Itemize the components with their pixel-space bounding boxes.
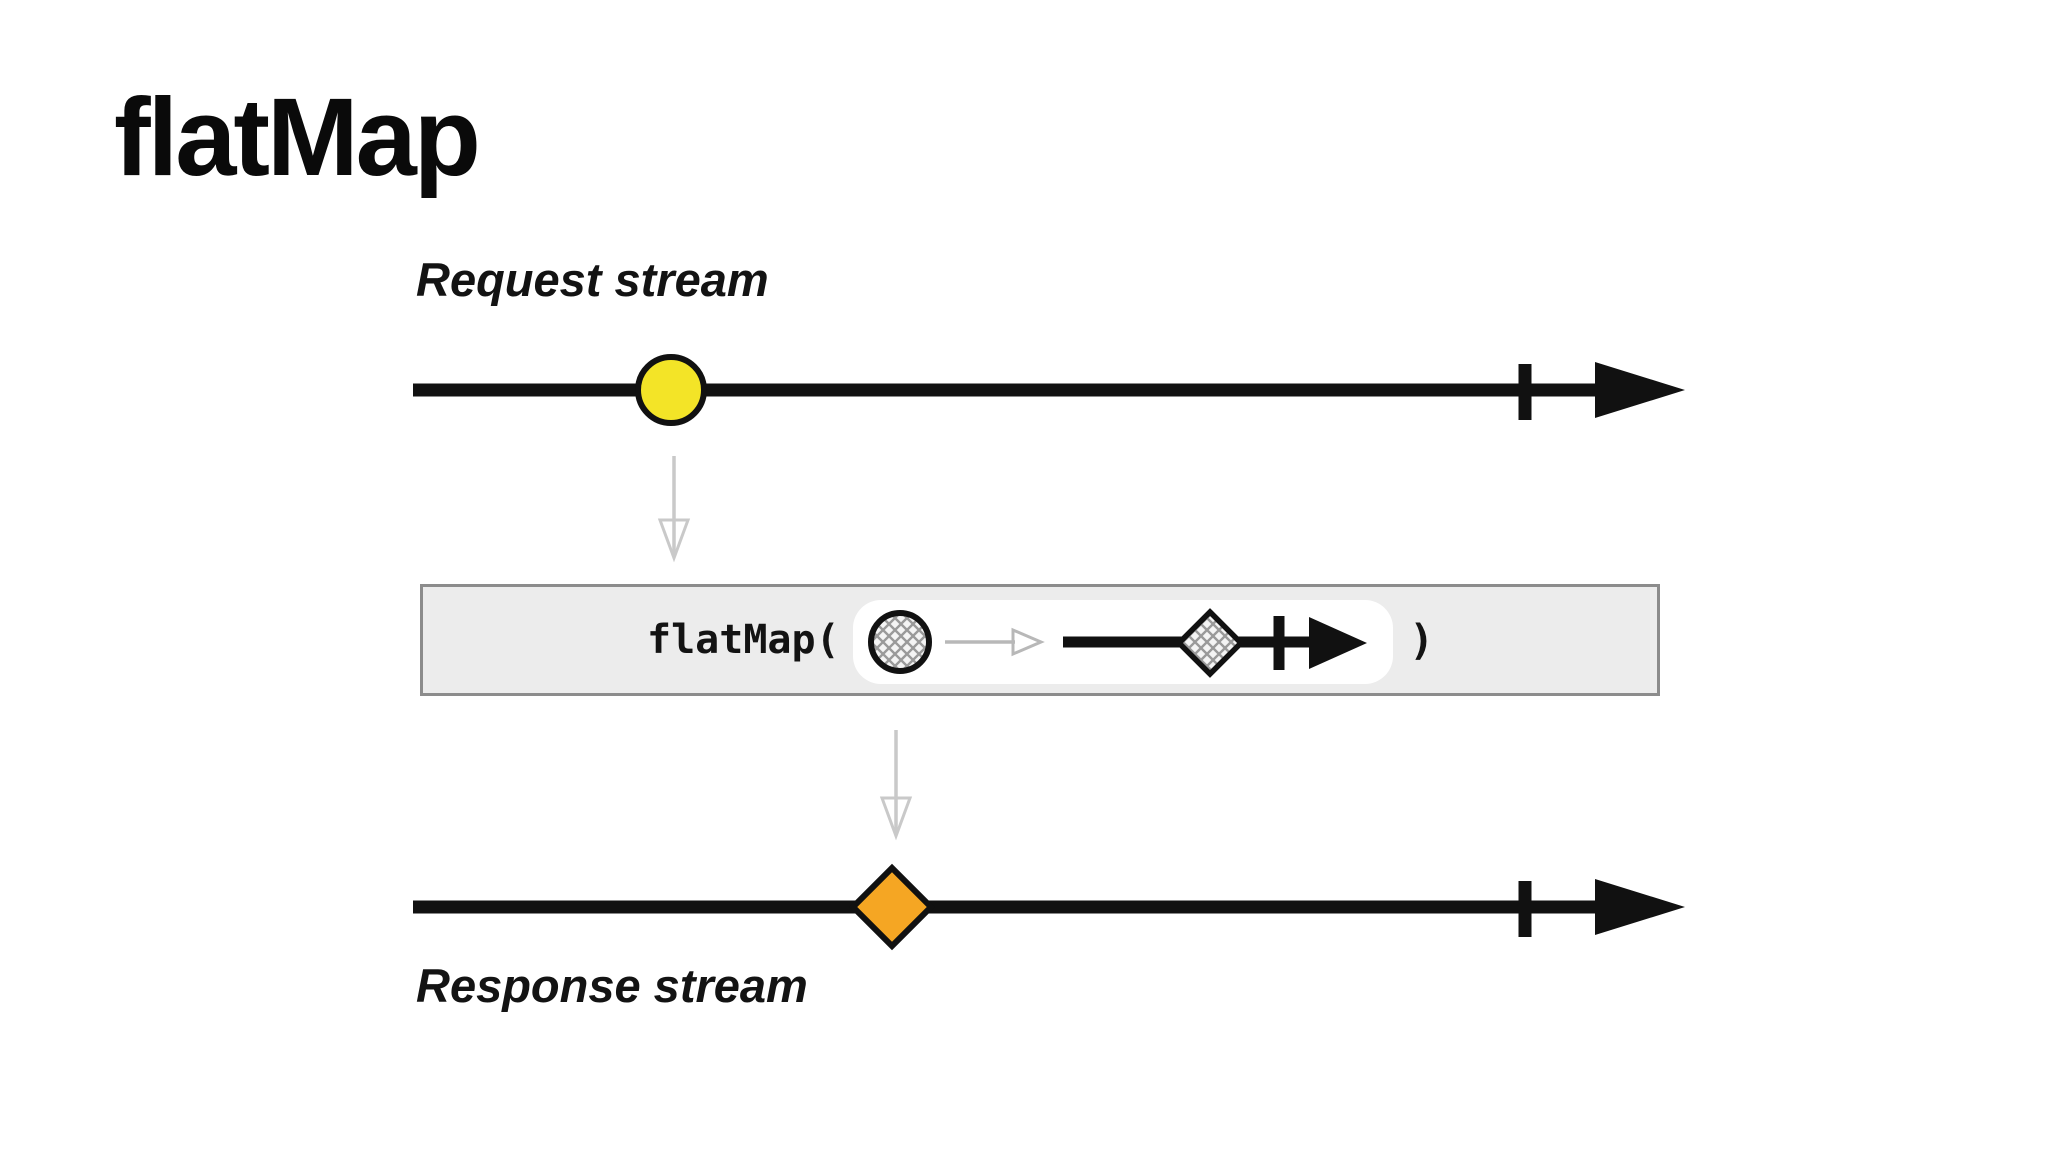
- request-arrowhead-icon: [1595, 362, 1685, 418]
- operator-inner-diagram: [868, 608, 1367, 678]
- map-arrow-icon: [945, 627, 1045, 657]
- input-marble-icon: [868, 610, 932, 674]
- inner-arrowhead-icon: [1309, 617, 1367, 669]
- page-title: flatMap: [114, 76, 481, 199]
- response-stream-label: Response stream: [416, 959, 808, 1012]
- request-marble-circle: [635, 354, 707, 426]
- flow-down-arrow-icon: [657, 456, 691, 563]
- response-timeline: [413, 863, 1685, 951]
- request-stream-label: Request stream: [416, 253, 769, 306]
- operator-box: flatMap(: [420, 584, 1660, 696]
- operator-close-paren: ): [1409, 615, 1435, 665]
- flow-down-arrow-icon: [879, 730, 913, 841]
- operator-function-text: flatMap(: [647, 617, 840, 663]
- inner-marble-diamond-icon: [1175, 608, 1245, 678]
- response-marble-diamond: [848, 863, 936, 951]
- response-arrowhead-icon: [1595, 879, 1685, 935]
- request-timeline: [413, 354, 1685, 426]
- operator-capsule: [853, 600, 1393, 684]
